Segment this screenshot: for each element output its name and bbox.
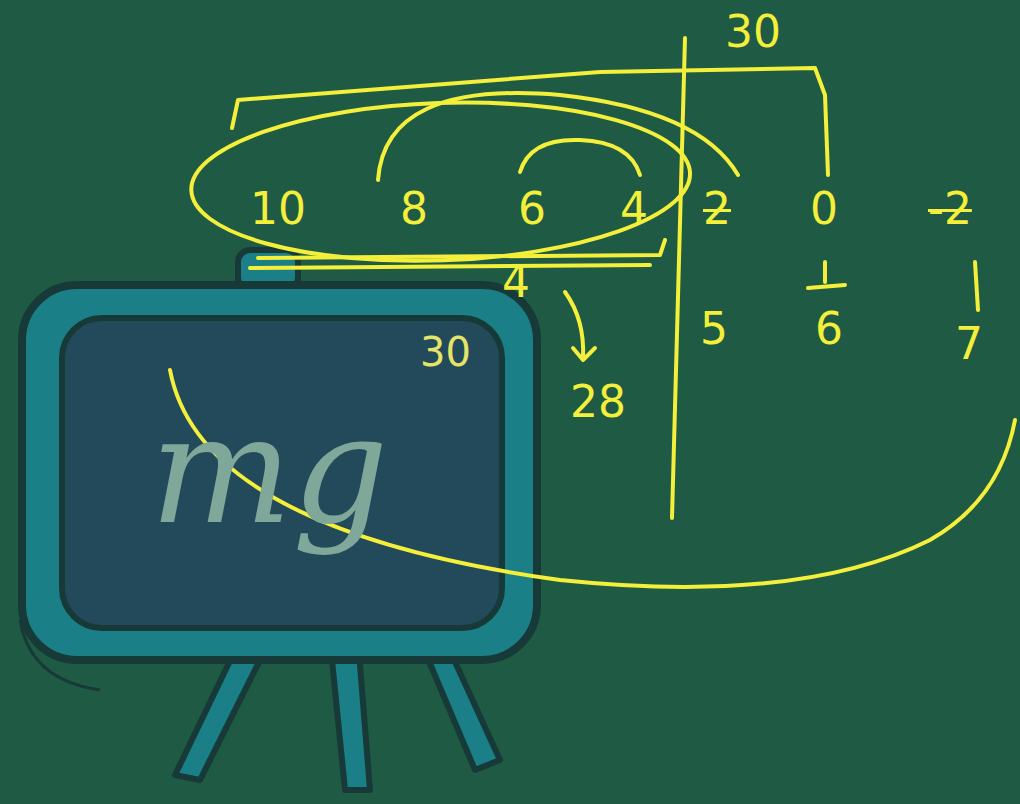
- sequence-number: 10: [250, 185, 306, 233]
- sequence-number: 6: [518, 185, 546, 233]
- sequence-number: 0: [810, 185, 838, 233]
- sum-number: 28: [570, 378, 626, 426]
- easel-illustration: [20, 250, 537, 790]
- top-total: 30: [725, 8, 781, 56]
- sub-number: 4: [502, 258, 530, 306]
- ellipse-outline: [188, 90, 693, 263]
- note-number: 30: [420, 330, 471, 374]
- sequence-number: 8: [400, 185, 428, 233]
- new-number: 7: [955, 320, 983, 368]
- watermark: mg: [150, 395, 388, 545]
- new-number: 5: [700, 305, 728, 353]
- struck-number: 2: [703, 185, 731, 233]
- number-group-ellipse: 10 8 6 4: [188, 90, 693, 263]
- new-number: 6: [815, 305, 843, 353]
- sequence-number: 4: [620, 185, 648, 233]
- struck-number: -2: [928, 185, 972, 233]
